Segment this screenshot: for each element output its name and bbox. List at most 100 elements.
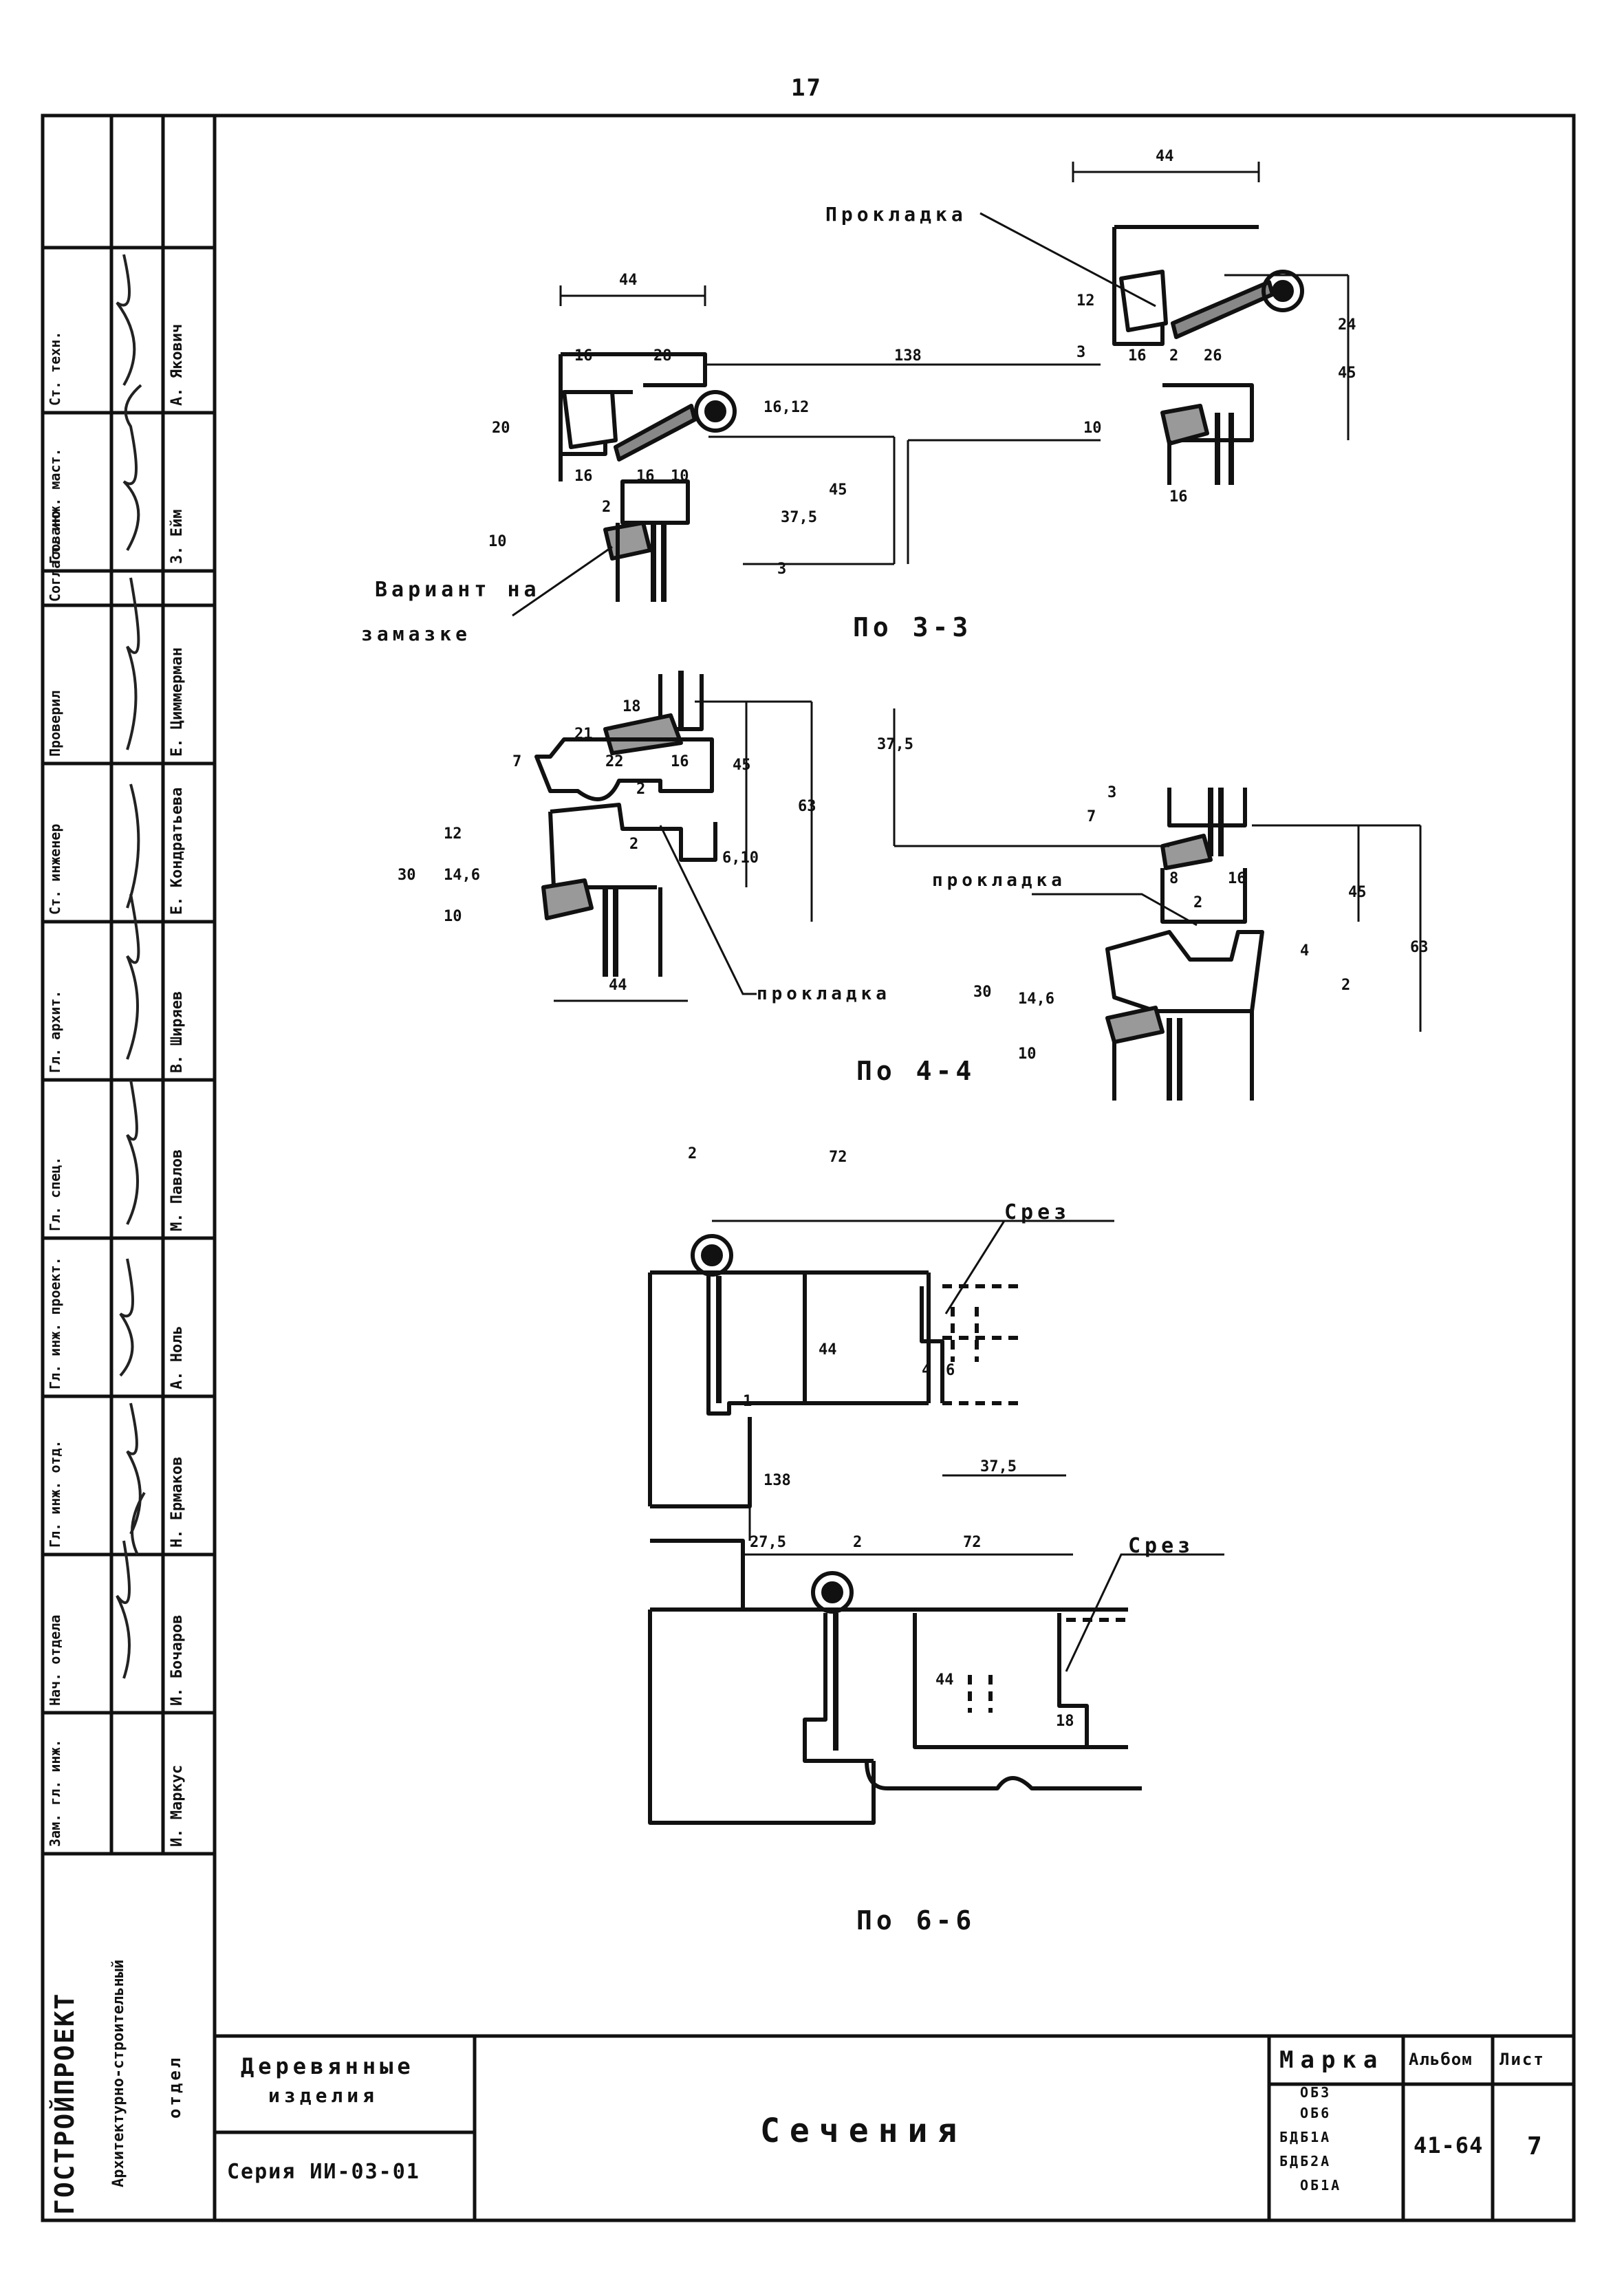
dimension-value: 2 — [688, 1145, 697, 1162]
section-6-6-upper — [648, 1234, 1018, 1508]
dimension-value: 3 — [1076, 344, 1086, 361]
stamp-role: Гл. спец. — [47, 1156, 63, 1231]
section-4-4-right-profile — [1105, 788, 1264, 1101]
stamp-role: Гл. инж. проект. — [47, 1257, 63, 1389]
dimension-value: 63 — [798, 798, 816, 815]
dimension-value: 21 — [574, 726, 593, 743]
section-label-3-3: По 3-3 — [853, 612, 973, 642]
dimension-value: 63 — [1410, 939, 1429, 956]
dimension-value: 10 — [444, 908, 462, 925]
dimension-value: 45 — [1348, 884, 1367, 901]
dimension-value: 16 — [1228, 870, 1246, 887]
title-series: Серия ИИ-03-01 — [227, 2160, 420, 2184]
dimension-value: 7 — [1087, 808, 1096, 825]
section-3-3-right-profile — [1112, 225, 1304, 485]
dimension-value: 14,6 — [1018, 990, 1054, 1008]
dimension-value: 37,5 — [781, 509, 817, 526]
page-number: 17 — [791, 74, 822, 102]
dimension-value: 14,6 — [444, 867, 480, 884]
variant-label-line1: Вариант на — [375, 578, 541, 602]
dimension-value: 4 — [1300, 942, 1310, 960]
drawing-frame — [41, 113, 1576, 2222]
section-label-6-6: По 6-6 — [856, 1905, 976, 1936]
dimension-value: 16 — [671, 753, 689, 770]
dimension-value: 30 — [398, 867, 416, 884]
stamp-name: З. Ейм — [169, 509, 186, 564]
dimension-value: 37,5 — [980, 1458, 1017, 1475]
dimension-value: 72 — [829, 1149, 847, 1166]
dimension-value: 2 — [853, 1534, 863, 1551]
dimension-value: 20 — [492, 420, 510, 437]
mark-item: ОБ1А — [1300, 2177, 1342, 2194]
stamp-name: Е. Циммерман — [169, 647, 186, 757]
dimension-value: 138 — [764, 1472, 791, 1489]
title-product-line1: Деревянные — [241, 2053, 415, 2079]
stamp-role: Ст. техн. — [47, 331, 63, 406]
dimension-value: 45 — [829, 481, 847, 499]
dimension-value: 45 — [733, 757, 751, 774]
stamp-role: Гл. инж. отд. — [47, 1440, 63, 1548]
section-3-3-left-profile — [559, 352, 737, 602]
dimension-value: 10 — [671, 468, 689, 485]
dimension-value: 18 — [622, 698, 641, 715]
dimension-value: 16 — [1128, 347, 1147, 365]
section-6-6-lower — [648, 1539, 1142, 1825]
dimension-value: 1 — [743, 1393, 753, 1410]
dimension-value: 12 — [444, 825, 462, 843]
stamp-name: И. Маркус — [169, 1764, 186, 1847]
stamp-department-line1: Архитектурно-строительный — [110, 1959, 127, 2187]
sheet-label: Лист — [1500, 2050, 1545, 2069]
gasket-label: Прокладка — [825, 203, 967, 226]
dimension-value: 27,5 — [750, 1534, 786, 1551]
section-4-4-left-profile — [534, 671, 717, 977]
dimension-value: 4 — [922, 1362, 931, 1379]
dimension-value: 6,10 — [722, 849, 759, 867]
dimension-value: 2 — [1169, 347, 1179, 365]
stamp-name: М. Павлов — [169, 1149, 186, 1231]
dimension-value: 8 — [1169, 870, 1179, 887]
dimension-value: 6 — [946, 1362, 955, 1379]
sheet-value: 7 — [1527, 2132, 1546, 2161]
dimension-value: 16 — [574, 468, 593, 485]
dimension-value: 138 — [894, 347, 922, 365]
title-product-line2: изделия — [268, 2084, 379, 2107]
gasket-label: прокладка — [757, 984, 891, 1004]
stamp-name: В. Ширяев — [169, 990, 186, 1073]
section-label-4-4: По 4-4 — [856, 1056, 976, 1086]
dimension-value: 44 — [1156, 148, 1174, 165]
dimension-value: 10 — [488, 533, 507, 550]
stamp-role: Ст. инженер — [47, 823, 63, 915]
dimension-value: 2 — [629, 836, 639, 853]
dimension-value: 7 — [512, 753, 522, 770]
dimension-value: 3 — [1107, 784, 1117, 801]
stamp-name: И. Бочаров — [169, 1614, 186, 1706]
dimension-value: 26 — [1204, 347, 1222, 365]
dimension-lines — [512, 162, 1422, 1672]
sheet-title: Сечения — [760, 2112, 967, 2150]
cut-label: Срез — [1004, 1200, 1071, 1224]
dimension-value: 2 — [636, 781, 646, 798]
dimension-value: 16 — [1169, 488, 1188, 506]
dimension-value: 2 — [1193, 894, 1203, 911]
dimension-value: 16 — [636, 468, 655, 485]
mark-item: ОБ6 — [1300, 2105, 1332, 2121]
dimension-value: 2 — [602, 499, 611, 516]
dimension-value: 44 — [819, 1341, 837, 1358]
mark-item: ОБ3 — [1300, 2084, 1332, 2101]
stamp-role: Проверил — [47, 690, 63, 757]
cut-label: Срез — [1128, 1534, 1195, 1558]
variant-label-line2: замазке — [361, 622, 472, 645]
dimension-value: 24 — [1338, 316, 1356, 334]
mark-item: БДБ1А — [1279, 2129, 1332, 2145]
dimension-value: 28 — [653, 347, 672, 365]
stamp-organization: ГОСТРОЙПРОЕКТ — [50, 1992, 80, 2215]
album-value: 41-64 — [1414, 2132, 1484, 2158]
stamp-name: Е. Кондратьева — [169, 787, 186, 915]
dimension-value: 10 — [1018, 1046, 1037, 1063]
dimension-value: 45 — [1338, 365, 1356, 382]
dimension-value: 2 — [1341, 977, 1351, 994]
stamp-role: Нач. отдела — [47, 1614, 63, 1706]
dimension-value: 44 — [609, 977, 627, 994]
